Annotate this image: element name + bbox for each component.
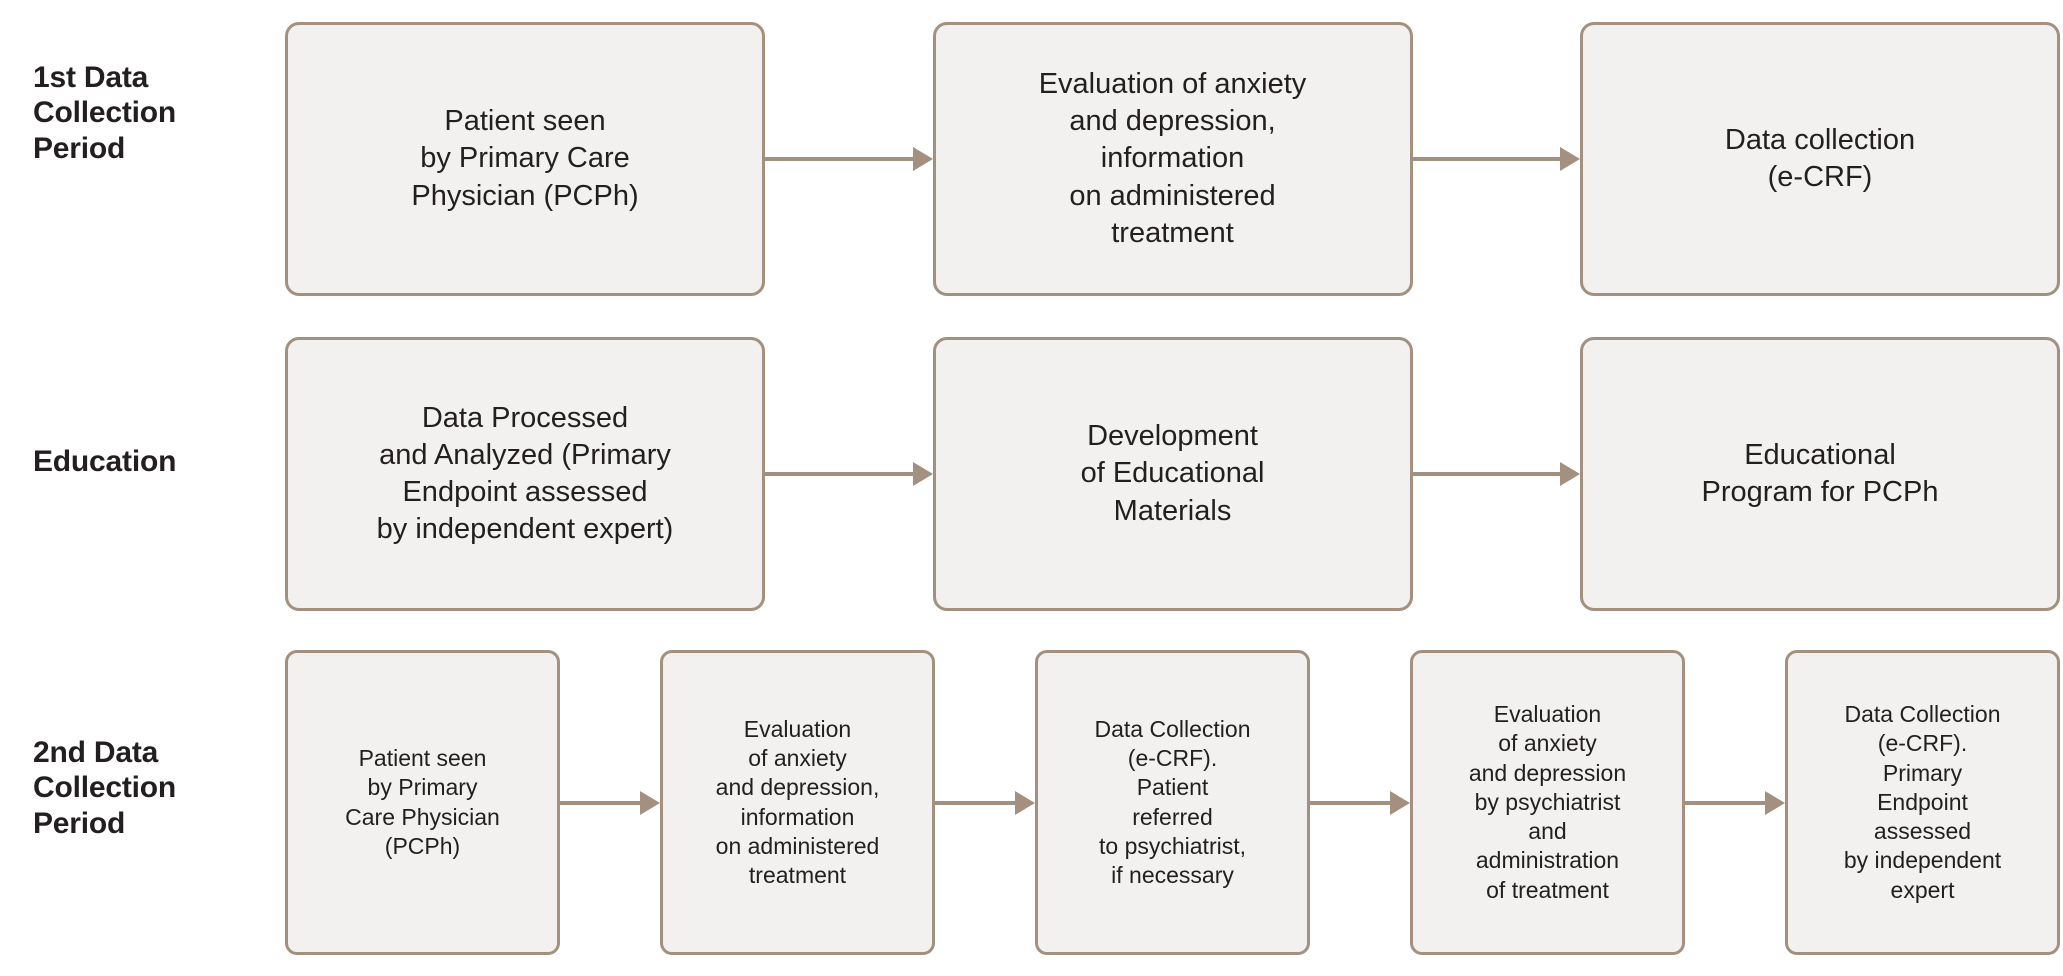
arrow-head-icon bbox=[1015, 790, 1035, 815]
arrow-r3-n4-to-r3-n5 bbox=[1685, 650, 1785, 955]
row-1-nodes: Patient seen by Primary Care Physician (… bbox=[285, 22, 2060, 296]
arrow-r2-n1-to-r2-n2 bbox=[765, 337, 933, 611]
node-evaluation-anxiety-depression-second[interactable]: Evaluation of anxiety and depression, in… bbox=[660, 650, 935, 955]
node-evaluation-anxiety-depression[interactable]: Evaluation of anxiety and depression, in… bbox=[932, 22, 1413, 296]
arrow-r3-n3-to-r3-n4 bbox=[1310, 650, 1410, 955]
arrow-r1-n1-to-r1-n2 bbox=[765, 22, 933, 296]
diagram-row-education: Education Data Processed and Analyzed (P… bbox=[0, 337, 2063, 611]
node-data-processed-analyzed[interactable]: Data Processed and Analyzed (Primary End… bbox=[285, 337, 765, 611]
node-development-educational-materials[interactable]: Development of Educational Materials bbox=[932, 337, 1413, 611]
diagram-row-first-data-collection-period: 1st Data Collection Period Patient seen … bbox=[0, 22, 2063, 296]
arrow-r1-n2-to-r1-n3 bbox=[1412, 22, 1580, 296]
arrow-shaft-icon bbox=[1412, 157, 1560, 161]
arrow-shaft-icon bbox=[560, 800, 640, 805]
row-label-second-data-collection-period: 2nd Data Collection Period bbox=[33, 736, 177, 840]
row-2-nodes: Data Processed and Analyzed (Primary End… bbox=[285, 337, 2060, 611]
arrow-head-icon bbox=[1560, 147, 1580, 171]
arrow-head-icon bbox=[640, 790, 660, 815]
arrow-shaft-icon bbox=[1310, 800, 1390, 805]
node-data-collection-ecrf[interactable]: Data collection (e-CRF) bbox=[1580, 22, 2060, 296]
node-educational-program-pcph[interactable]: Educational Program for PCPh bbox=[1580, 337, 2060, 611]
node-data-collection-primary-endpoint[interactable]: Data Collection (e-CRF). Primary Endpoin… bbox=[1785, 650, 2060, 955]
arrow-head-icon bbox=[912, 147, 933, 171]
row-label-first-data-collection-period: 1st Data Collection Period bbox=[33, 61, 177, 165]
arrow-shaft-icon bbox=[1685, 800, 1765, 805]
node-patient-seen-pcph-second[interactable]: Patient seen by Primary Care Physician (… bbox=[285, 650, 560, 955]
row-label-education: Education bbox=[33, 445, 177, 478]
arrow-r3-n2-to-r3-n3 bbox=[935, 650, 1035, 955]
diagram-row-second-data-collection-period: 2nd Data Collection Period Patient seen … bbox=[0, 650, 2063, 955]
arrow-shaft-icon bbox=[1412, 472, 1560, 476]
arrow-head-icon bbox=[1765, 790, 1785, 815]
arrow-r3-n1-to-r3-n2 bbox=[560, 650, 660, 955]
arrow-head-icon bbox=[912, 462, 933, 486]
arrow-r2-n2-to-r2-n3 bbox=[1412, 337, 1580, 611]
arrow-shaft-icon bbox=[935, 800, 1015, 805]
arrow-shaft-icon bbox=[765, 157, 913, 161]
arrow-shaft-icon bbox=[765, 472, 913, 476]
arrow-head-icon bbox=[1390, 790, 1410, 815]
node-data-collection-referral[interactable]: Data Collection (e-CRF). Patient referre… bbox=[1035, 650, 1310, 955]
arrow-head-icon bbox=[1560, 462, 1580, 486]
node-evaluation-by-psychiatrist[interactable]: Evaluation of anxiety and depression by … bbox=[1410, 650, 1685, 955]
row-3-nodes: Patient seen by Primary Care Physician (… bbox=[285, 650, 2060, 955]
node-patient-seen-pcph[interactable]: Patient seen by Primary Care Physician (… bbox=[285, 22, 765, 296]
